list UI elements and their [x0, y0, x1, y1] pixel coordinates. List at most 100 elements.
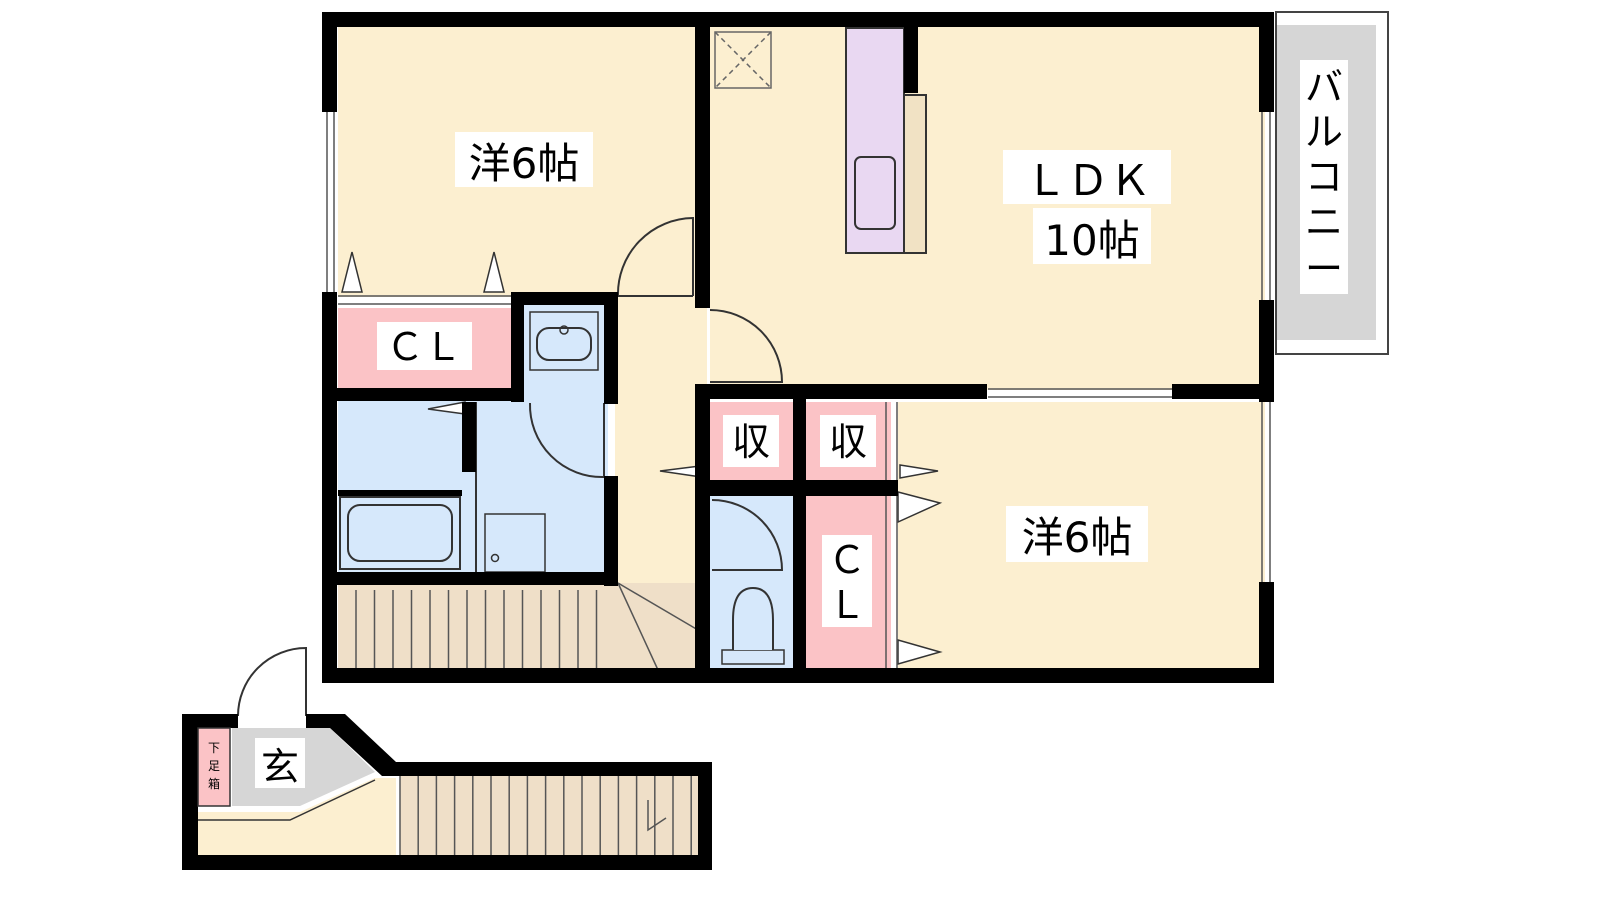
wall-low-diagonal [330, 714, 712, 776]
wall-bath-bottom [322, 572, 618, 585]
label-balcony-5: ー [1305, 247, 1343, 291]
door-toilet [711, 499, 784, 571]
label-closet-top: ＣＬ [386, 325, 462, 369]
wall-cl-top-right [511, 292, 524, 402]
bg-western-top [455, 132, 593, 187]
washing-machine-drain [490, 553, 500, 563]
wall-bath-right [604, 476, 618, 586]
wall-storage-mid [793, 399, 806, 682]
wall-ldk-bottom-left [695, 384, 987, 399]
bg-western-right [1006, 506, 1148, 562]
door-ldk [709, 309, 784, 383]
label-balcony-4: ニ [1305, 200, 1343, 244]
label-shoe-box-1: 下 [208, 741, 220, 755]
bg-cl-top [377, 322, 472, 370]
wall-bath-sep [338, 490, 462, 496]
stair-turn-line-1 [617, 582, 659, 671]
wall-kitchen-stub [904, 27, 918, 93]
wall-storage-bottom [695, 480, 898, 496]
ldk-floor [710, 25, 1265, 390]
wall-top-room-right [695, 12, 710, 308]
label-balcony-2: ル [1305, 110, 1343, 154]
stair-upper-floor [338, 583, 698, 670]
label-ldk-line2: 10帖 [1044, 216, 1139, 265]
label-closet-right-1: Ｃ [828, 538, 866, 582]
shoe-box-floor [198, 728, 230, 806]
label-storage-2: 収 [829, 420, 867, 464]
bg-ldk-2 [1033, 208, 1151, 264]
wall-cl-top-bottom [322, 388, 522, 401]
bg-entrance [255, 738, 305, 788]
wall-low-bottom [182, 855, 712, 870]
wall-bath-mid [462, 402, 476, 472]
label-balcony-1: バ [1305, 65, 1343, 109]
label-western-top: 洋6帖 [469, 139, 580, 188]
washing-machine [484, 513, 546, 573]
cl-right-door-marker-1 [897, 491, 943, 524]
door-washroom [528, 402, 605, 479]
cl-top-door-marker-2 [483, 251, 505, 293]
windows [326, 112, 1271, 582]
fixtures [339, 27, 927, 665]
label-western-right: 洋6帖 [1022, 513, 1133, 562]
wall-right-bottom [1259, 582, 1274, 683]
entrance-step [198, 779, 376, 821]
toilet-bowl [732, 586, 774, 650]
shoe-box-outline [197, 727, 376, 821]
stair-upper-turn [617, 582, 699, 671]
stair-arrow [647, 800, 667, 832]
cl-right-door-marker-2 [897, 639, 943, 665]
wall-left-upper [322, 12, 337, 112]
wall-left-lower [322, 292, 337, 682]
floor-fills [196, 11, 1389, 856]
wall-right-top [1259, 12, 1274, 112]
kitchen-sink [854, 156, 896, 230]
wall-top [322, 12, 1274, 27]
bg-cl-right [822, 535, 872, 627]
bg-balcony [1300, 60, 1348, 294]
wall-ldk-bottom-right [1172, 384, 1274, 399]
wall-hall-right [695, 384, 710, 484]
stair-turn-line-2 [617, 582, 699, 631]
wall-vanity-right [604, 292, 618, 404]
toilet-tank [721, 649, 785, 665]
stair-lower-floor [400, 776, 700, 856]
bg-ldk-1 [1003, 150, 1171, 204]
label-ldk-line1: ＬＤＫ [1025, 156, 1151, 205]
sliding-door-lines [338, 295, 898, 668]
balcony-rail [1275, 11, 1389, 355]
washbasin-tap [559, 325, 569, 335]
label-backgrounds [255, 60, 1348, 788]
label-shoe-box-3: 箱 [208, 776, 220, 791]
wall-low-left [182, 714, 198, 870]
bg-storage-2 [820, 415, 876, 467]
bg-storage-1 [723, 415, 779, 467]
wall-hall-right-lower [695, 480, 710, 682]
shoe-box-border [197, 727, 231, 807]
refrigerator-space [714, 31, 772, 89]
wall-right-mid [1259, 300, 1274, 402]
door-entrance [237, 646, 307, 717]
wall-low-right [698, 762, 712, 870]
doors [237, 216, 784, 717]
hall-floor [615, 297, 707, 597]
kitchen-backsplash [903, 94, 927, 254]
wall-low-top-door [306, 714, 330, 728]
stair-upper [355, 590, 598, 668]
room-labels: 洋6帖 ＬＤＫ 10帖 バ ル コ ニ ー ＣＬ 収 収 Ｃ Ｌ 洋6帖 玄 下… [208, 65, 1343, 791]
washbasin-bowl [536, 327, 592, 361]
label-shoe-box-2: 足 [208, 759, 220, 773]
storage-door-marker [899, 464, 939, 479]
label-entrance: 玄 [261, 745, 299, 789]
cl-top-door-marker-1 [341, 251, 363, 293]
fridge-cross-2 [714, 31, 772, 89]
closet-door-markers [341, 251, 943, 665]
label-closet-right-2: Ｌ [828, 583, 866, 627]
label-storage-1: 収 [732, 420, 770, 464]
bathtub-inner [347, 504, 453, 562]
door-western-top [616, 216, 694, 297]
label-balcony-3: コ [1305, 155, 1343, 199]
wall-vanity-top [511, 292, 618, 305]
walls [182, 12, 1274, 870]
